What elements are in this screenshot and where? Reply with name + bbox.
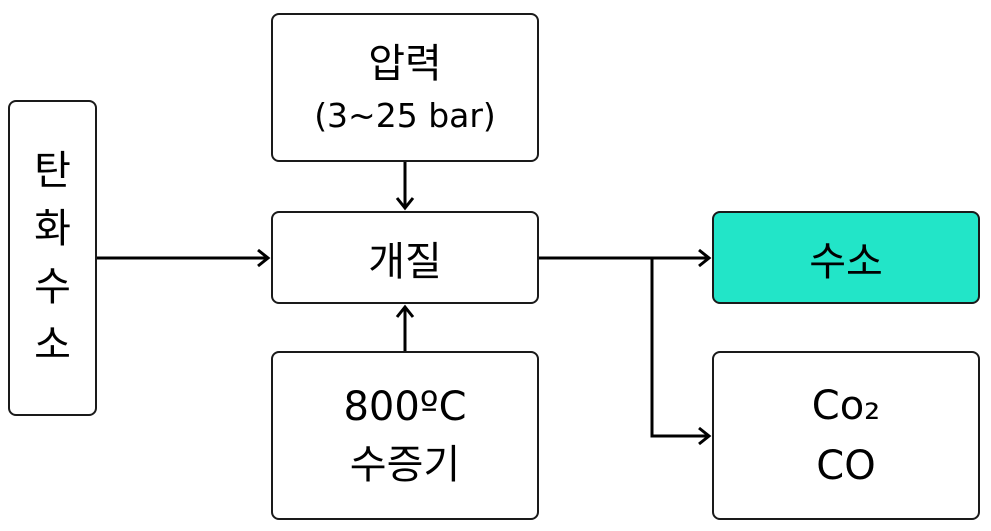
pressure-range: (3~25 bar) [314,95,496,135]
steam-box: 800ºC 수증기 [271,351,539,520]
pressure-title: 압력 [368,40,442,87]
hydrocarbon-char: 탄 [34,148,71,194]
byproduct-co: CO [816,442,876,489]
hydrocarbon-char: 소 [34,322,71,368]
byproducts-box: Co₂ CO [712,351,980,520]
byproduct-co2: Co₂ [811,382,881,429]
hydrocarbon-box: 탄 화 수 소 [8,100,97,416]
steam-temperature: 800ºC [343,383,467,430]
reforming-box: 개질 [271,211,539,304]
hydrocarbon-char: 수 [34,264,71,310]
arrow-reforming-to-byproducts [650,258,709,438]
hydrogen-label: 수소 [809,238,883,285]
reforming-label: 개질 [368,238,442,285]
pressure-box: 압력 (3~25 bar) [271,13,539,162]
hydrocarbon-char: 화 [34,206,71,252]
hydrogen-box: 수소 [712,211,980,304]
steam-label: 수증기 [349,441,461,488]
